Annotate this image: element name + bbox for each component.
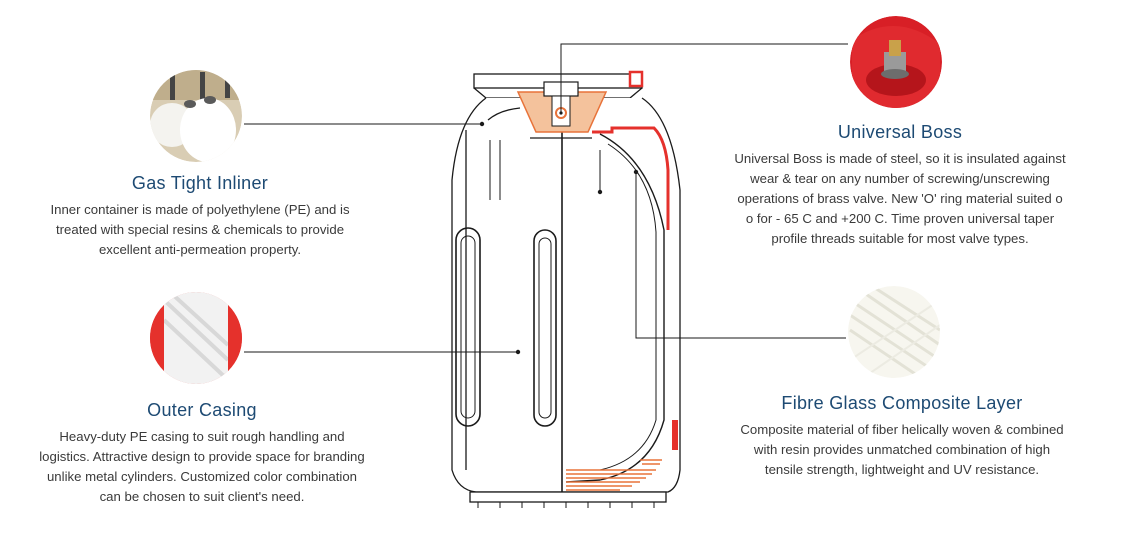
description-line: o for - 65 C and +200 C. Time proven uni… [745,211,1055,226]
description-line: Inner container is made of polyethylene … [50,202,350,217]
description-line: with resin provides unmatched combinatio… [753,442,1051,457]
outer-casing-thumbnail [150,292,242,384]
fibre-windings [566,459,662,491]
description-line: Heavy-duty PE casing to suit rough handl… [59,429,345,444]
description-line: profile threads suitable for most valve … [771,231,1029,246]
gas-tight-inliner-block: Gas Tight Inliner Inner container is mad… [10,173,390,260]
gas-tight-inliner-description: Inner container is made of polyethylene … [10,200,390,260]
leader-lines [244,43,848,355]
description-line: wear & tear on any number of screwing/un… [750,171,1050,186]
gas-tight-inliner-thumbnail [150,70,242,162]
composite-layer [592,70,678,450]
fibre-glass-block: Fibre Glass Composite Layer Composite ma… [700,393,1104,480]
outer-casing-title: Outer Casing [147,400,257,420]
description-line: excellent anti-permeation property. [98,242,302,257]
description-line: operations of brass valve. New 'O' ring … [737,191,1063,206]
description-line: tensile strength, lightweight and UV res… [764,462,1040,477]
gas-tight-inliner-title: Gas Tight Inliner [131,173,269,193]
description-line: Universal Boss is made of steel, so it i… [734,151,1066,166]
description-line: Composite material of fiber helically wo… [740,422,1064,437]
universal-boss-leader [560,43,848,113]
description-line: logistics. Attractive design to provide … [39,449,365,464]
universal-boss-thumbnail [850,16,942,108]
description-line: can be chosen to suit client's need. [99,489,305,504]
fibre-glass-title: Fibre Glass Composite Layer [781,393,1023,413]
fibre-glass-leader [635,172,846,339]
universal-boss-block: Universal Boss Universal Boss is made of… [700,122,1100,249]
universal-boss-description: Universal Boss is made of steel, so it i… [700,149,1100,249]
universal-boss-title: Universal Boss [837,122,963,142]
fibre-glass-thumbnail [848,286,940,378]
cylinder-body [451,73,681,508]
description-line: treated with special resins & chemicals … [55,222,345,237]
outer-casing-description: Heavy-duty PE casing to suit rough handl… [6,427,398,507]
fibre-glass-description: Composite material of fiber helically wo… [700,420,1104,480]
description-line: unlike metal cylinders. Customized color… [46,469,358,484]
outer-casing-block: Outer Casing Heavy-duty PE casing to sui… [6,400,398,507]
